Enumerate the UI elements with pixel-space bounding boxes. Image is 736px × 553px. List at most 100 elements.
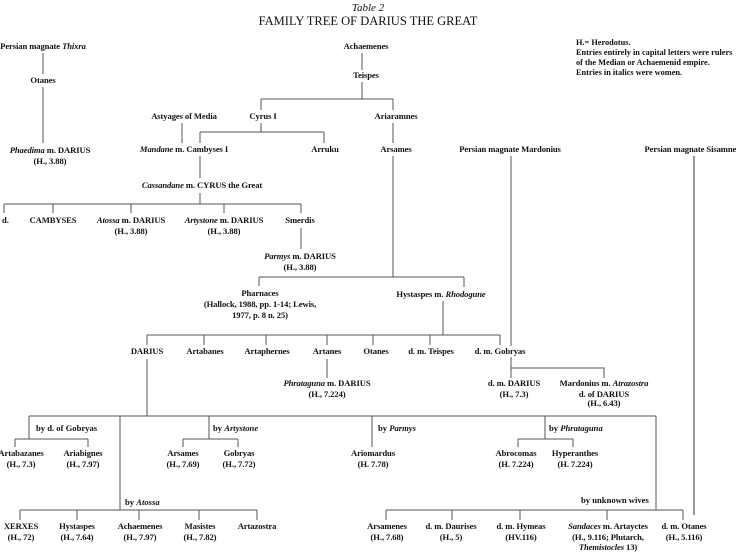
legend-line: Entries in italics were women. [576, 68, 732, 78]
node-text: d. m. DARIUS [488, 378, 540, 389]
node-text-italic: Rhodogune [445, 289, 485, 299]
node-text: Hystaspes [59, 521, 95, 532]
node-parmys: Parmys m. DARIUS(H., 3.88) [264, 251, 336, 273]
label-text-italic: Atossa [136, 497, 159, 507]
node-smerdis: Smerdis [285, 215, 314, 226]
label-text-italic: Artystone [224, 423, 258, 433]
node-text: m. Artayctes [601, 521, 648, 531]
node-text: Hyperanthes [552, 448, 598, 459]
node-artanes: Artanes [313, 346, 341, 357]
label-text: by [125, 497, 136, 507]
node-darius: DARIUS [131, 346, 163, 357]
node-citation: (H., 7.224) [283, 389, 370, 400]
label-by-parmys: by Parmys [378, 423, 416, 434]
node-artaphernes: Artaphernes [244, 346, 289, 357]
node-phaedima: Phaedima m. DARIUS(H., 3.88) [10, 145, 91, 167]
node-ariomardus: Ariomardus(H. 7.78) [351, 448, 395, 470]
node-text: d. m. Hymeas [497, 521, 546, 532]
node-citation: (H., 3.88) [97, 226, 165, 237]
node-text-italic: Cassandane [142, 180, 184, 190]
node-text-italic: Parmys [264, 251, 290, 261]
node-text: d. m. Otanes [661, 521, 706, 532]
node-atossa: Atossa m. DARIUS(H., 3.88) [97, 215, 165, 237]
node-citation: (H., 5) [425, 532, 476, 543]
node-arruku: Arruku [311, 144, 339, 155]
label-by-unknown-wives: by unknown wives [581, 495, 649, 506]
node-xerxes: XERXES(H., 72) [4, 521, 38, 543]
node-text-italic: Atossa [97, 215, 120, 225]
node-text: Gobryas [223, 448, 256, 459]
node-text: m. DARIUS [290, 251, 336, 261]
node-text: Pharnaces [204, 288, 316, 299]
node-citation: (H., 3.88) [185, 226, 264, 237]
page-title: FAMILY TREE OF DARIUS THE GREAT [259, 14, 478, 29]
node-otanes: Otanes [30, 75, 55, 86]
node-text-italic: Artystone [185, 215, 218, 225]
node-citation: (H., 7.69) [167, 459, 200, 470]
node-d-m-darius: d. m. DARIUS(H., 7.3) [488, 378, 540, 400]
legend-line: Entries entirely in capital letters were… [576, 48, 732, 58]
node-sisamnes: Persian magnate Sisamnes [645, 144, 736, 155]
node-text-italic: Mandane [140, 144, 173, 154]
node-text: Ariabignes [63, 448, 102, 459]
node-arsamenes: Arsamenes(H., 7.68) [367, 521, 407, 543]
node-citation: (HV.116) [497, 532, 546, 543]
label-text-italic: Parmys [389, 423, 416, 433]
node-artabazanes: Artabazanes(H., 7.3) [0, 448, 44, 470]
node-daughter: d. [2, 215, 9, 226]
node-artystone: Artystone m. DARIUS(H., 3.88) [185, 215, 264, 237]
node-citation: (H., 7.97) [63, 459, 102, 470]
node-sandaces: Sandaces m. Artayctes(H., 9.116; Plutarc… [568, 521, 648, 553]
node-hyperanthes: Hyperanthes(H. 7.224) [552, 448, 598, 470]
node-text: Mardonius m. [560, 378, 613, 388]
node-citation: (H., 6.43) [560, 398, 649, 409]
node-achaemenes-son: Achaemenes(H., 7.97) [118, 521, 163, 543]
node-text: Ariomardus [351, 448, 395, 459]
node-cambyses: CAMBYSES [30, 215, 77, 226]
node-citation: (H., 7.68) [367, 532, 407, 543]
node-text: m. DARIUS [120, 215, 166, 225]
node-artazostra: Artazostra [238, 521, 277, 532]
node-text: Arsames [167, 448, 200, 459]
node-masistes: Masistes(H., 7.82) [184, 521, 217, 543]
node-ariaramnes: Ariaramnes [375, 111, 418, 122]
label-text: by [378, 423, 389, 433]
node-teispes: Teispes [353, 70, 379, 81]
node-text-italic: Atrazostra [613, 378, 649, 388]
table-number: Table 2 [352, 2, 384, 14]
node-text: Artabazanes [0, 448, 44, 459]
node-hystaspes-rhodogune: Hystaspes m. Rhodogune [396, 289, 485, 300]
legend-line: H.= Herodotus. [576, 38, 732, 48]
node-text: m. DARIUS [218, 215, 264, 225]
node-citation: (H., 3.88) [264, 262, 336, 273]
label-by-artystone: by Artystone [213, 423, 258, 434]
node-text: m. Cambyses I [173, 144, 228, 154]
node-d-m-daurises: d. m. Daurises(H., 5) [425, 521, 476, 543]
node-mandane: Mandane m. Cambyses I [140, 144, 228, 155]
node-gobryas-son: Gobryas(H., 7.72) [223, 448, 256, 470]
node-citation: (H., 7.3) [0, 459, 44, 470]
node-citation: 13) [624, 542, 637, 552]
node-text: Abrocomas [496, 448, 537, 459]
node-citation: (H., 7.3) [488, 389, 540, 400]
node-citation: (H. 7.224) [496, 459, 537, 470]
node-citation: 1977, p. 8 n. 25) [204, 310, 316, 321]
node-citation: (H., 7.97) [118, 532, 163, 543]
node-thixra: Persian magnate Thixra [0, 41, 86, 52]
node-text: Masistes [184, 521, 217, 532]
node-text-italic: Sandaces [568, 521, 601, 531]
node-text: Persian magnate [0, 41, 62, 51]
node-artabanes: Artabanes [186, 346, 223, 357]
node-d-m-gobryas: d. m. Gobryas [475, 346, 526, 357]
node-astyages: Astyages of Media [151, 111, 217, 122]
node-text: XERXES [4, 521, 38, 532]
node-text: m. DARIUS [45, 145, 91, 155]
node-text-italic: Phrataguna [283, 378, 325, 388]
node-hystaspes-son: Hystaspes(H., 7.64) [59, 521, 95, 543]
node-d-m-teispes: d. m. Teispes [408, 346, 454, 357]
node-citation: (H., 5.116) [661, 532, 706, 543]
node-ariabignes: Ariabignes(H., 7.97) [63, 448, 102, 470]
node-phrataguna: Phrataguna m. DARIUS(H., 7.224) [283, 378, 370, 400]
label-by-d-of-gobryas: by d. of Gobryas [36, 423, 97, 434]
node-achaemenes: Achaemenes [344, 41, 389, 52]
